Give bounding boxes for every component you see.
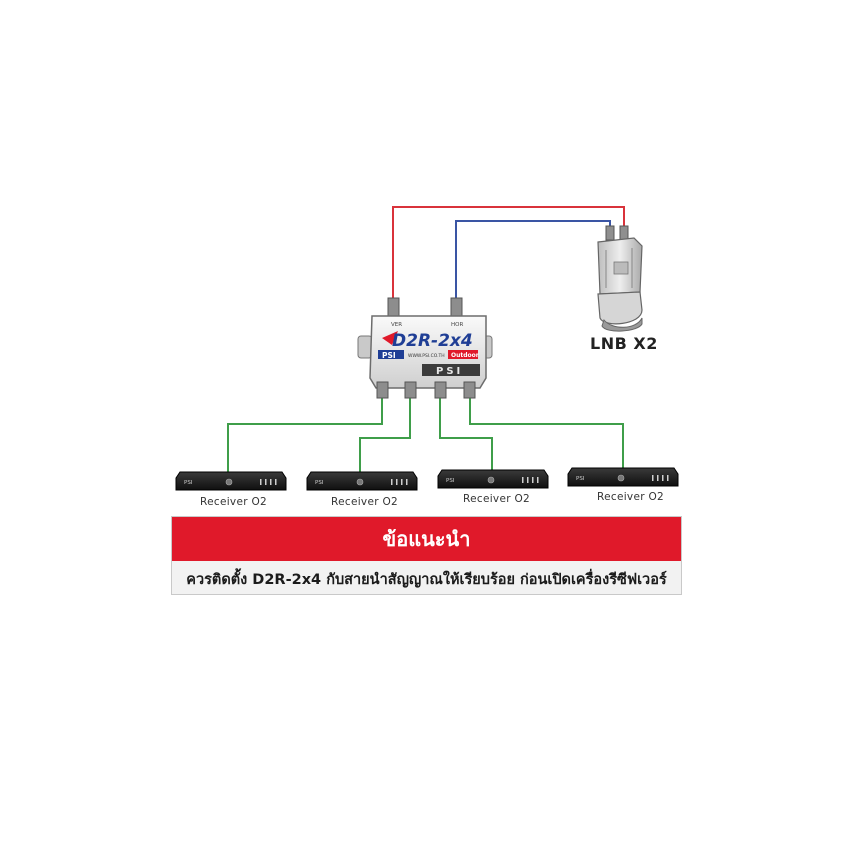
receiver-label-4: Receiver O2 [597,491,665,503]
receiver-brand: PSI [184,480,193,486]
port-label-ver: VER [391,322,402,328]
receiver-brand: PSI [315,480,324,486]
front-button-icon [657,475,659,481]
vertical-polarity-cable [392,206,625,306]
front-button-icon [522,477,524,483]
power-knob-icon [487,476,495,484]
receiver-2: PSI [306,471,418,491]
cables [227,206,625,475]
notice-box: ข้อแนะนำ ควรติดตั้ง D2R-2x4 กับสายนำสัญญ… [171,516,682,595]
receiver-cable-3 [439,396,493,473]
front-button-icon [537,477,539,483]
port-label-hor: HOR [451,322,463,328]
receiver-cable-1 [227,396,383,475]
power-knob-icon [356,478,364,486]
power-knob-icon [617,474,625,482]
front-button-icon [275,479,277,485]
horizontal-polarity-cable [455,220,611,306]
model-logo-swoosh-icon [382,331,398,345]
receiver-1: PSI [175,471,287,491]
power-knob-icon [225,478,233,486]
receiver-label-3: Receiver O2 [463,493,531,505]
receiver-label-1: Receiver O2 [200,496,268,508]
receiver-cable-4 [469,396,624,471]
front-button-icon [270,479,272,485]
front-button-icon [652,475,654,481]
front-button-icon [667,475,669,481]
receiver-brand: PSI [446,478,455,484]
website-text: WWW.PSI.CO.TH [408,353,445,359]
notice-text: ควรติดตั้ง D2R-2x4 กับสายนำสัญญาณให้เรีย… [186,572,667,588]
receiver-cable-2 [359,396,411,475]
front-button-icon [527,477,529,483]
receiver-label-2: Receiver O2 [331,496,399,508]
plate-brand-text: PSI [436,366,463,377]
front-button-icon [662,475,664,481]
multiswitch-device: VER HOR D2R-2x4 PSI WWW.PSI.CO.TH Outdoo… [357,297,493,399]
lnb-device [597,225,643,332]
front-button-icon [265,479,267,485]
model-name: D2R-2x4 [392,331,473,351]
front-button-icon [532,477,534,483]
notice-title: ข้อแนะนำ [172,517,681,561]
front-button-icon [260,479,262,485]
receiver-brand: PSI [576,476,585,482]
front-button-icon [401,479,403,485]
lnb-label: LNB X2 [590,334,658,353]
receivers: PSI PSI PSI PSI [175,467,679,491]
front-button-icon [391,479,393,485]
outdoor-badge: Outdoor [451,352,479,359]
receiver-4: PSI [567,467,679,487]
front-button-icon [406,479,408,485]
receiver-3: PSI [437,469,549,489]
brand-logo-text: PSI [382,351,396,360]
front-button-icon [396,479,398,485]
